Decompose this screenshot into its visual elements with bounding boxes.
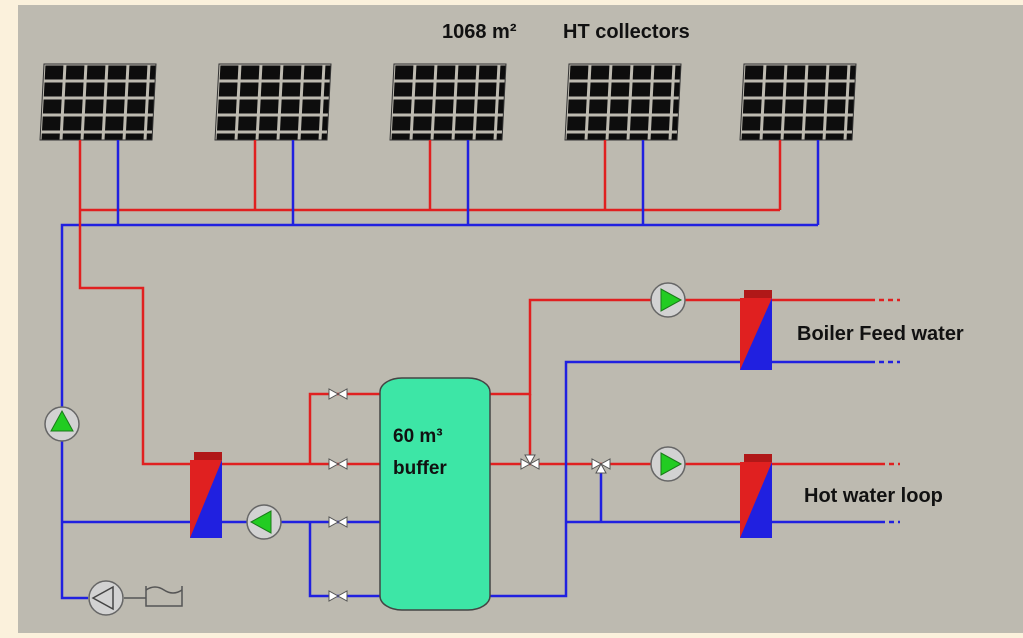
three-way-valve-icon[interactable] <box>591 458 611 474</box>
collector-type-label: HT collectors <box>563 21 690 43</box>
pump-icon[interactable] <box>44 406 80 442</box>
pump-icon[interactable] <box>650 446 686 482</box>
buffer-name-label: buffer <box>393 458 447 479</box>
solar-collector-icon <box>39 63 157 141</box>
hot-outlet-dashes <box>870 298 900 466</box>
heat-exchanger-icon <box>190 452 222 538</box>
solar-collector-icon <box>389 63 507 141</box>
cold-outlet-dashes <box>870 360 900 524</box>
solar-collector-icon <box>739 63 857 141</box>
hot-water-loop-label: Hot water loop <box>804 485 943 507</box>
boiler-feed-water-label: Boiler Feed water <box>797 323 964 345</box>
hot-collector-header <box>78 140 782 212</box>
heat-exchanger-icon <box>740 454 772 538</box>
pump-icon[interactable] <box>88 580 124 616</box>
expansion-tank-icon <box>124 586 183 607</box>
buffer-volume-label: 60 m³ <box>393 426 443 447</box>
solar-collector-icon <box>564 63 682 141</box>
pump-icon[interactable] <box>650 282 686 318</box>
solar-collector-icon <box>214 63 332 141</box>
pump-icon[interactable] <box>246 504 282 540</box>
three-way-valve-icon[interactable] <box>520 454 540 470</box>
buffer-tank <box>379 377 491 611</box>
hot-supply-pipe <box>78 210 190 466</box>
diagram-background <box>18 5 1023 633</box>
collector-area-label: 1068 m² <box>442 21 517 43</box>
heat-exchanger-icon <box>740 290 772 370</box>
